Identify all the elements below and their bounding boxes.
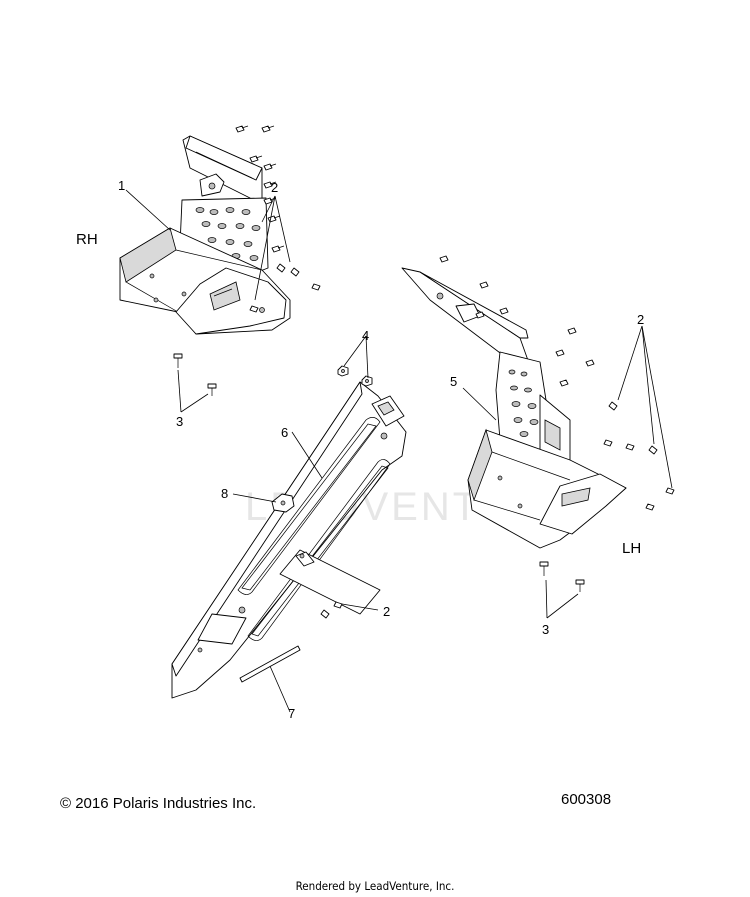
lh-footrest-panel [401, 267, 627, 549]
label-rh: RH [76, 231, 98, 248]
lh-push-rivets [539, 561, 585, 592]
copyright-notice: © 2016 Polaris Industries Inc. [60, 795, 257, 812]
callout-1: 1 [118, 178, 125, 193]
rh-footrest-panel [119, 135, 291, 335]
callout-6: 6 [281, 425, 288, 440]
rail-screws [320, 601, 343, 619]
callout-2-rail: 2 [383, 604, 390, 619]
callout-3-lh: 3 [542, 622, 549, 637]
lh-leaders [462, 325, 673, 619]
rendered-by-credit: Rendered by LeadVenture, Inc. [295, 879, 455, 893]
callout-8: 8 [221, 486, 228, 501]
figure-number: 600308 [561, 791, 612, 808]
lh-step-holes [508, 369, 539, 437]
nuts [337, 365, 373, 387]
rh-screws [235, 125, 321, 313]
rh-leaders [125, 189, 291, 413]
callout-3-rh: 3 [176, 414, 183, 429]
clip-bracket [271, 493, 295, 513]
callout-5: 5 [450, 374, 457, 389]
rod [239, 645, 301, 683]
lh-screws [439, 255, 675, 511]
center-rail [171, 381, 407, 699]
label-lh: LH [622, 540, 641, 557]
center-leaders [232, 335, 379, 713]
callout-7: 7 [288, 706, 295, 721]
rh-step-holes [195, 207, 261, 261]
rh-push-rivets [173, 353, 217, 396]
callout-4: 4 [362, 328, 369, 343]
callout-2-lh: 2 [637, 312, 644, 327]
callout-2-rh: 2 [271, 180, 278, 195]
